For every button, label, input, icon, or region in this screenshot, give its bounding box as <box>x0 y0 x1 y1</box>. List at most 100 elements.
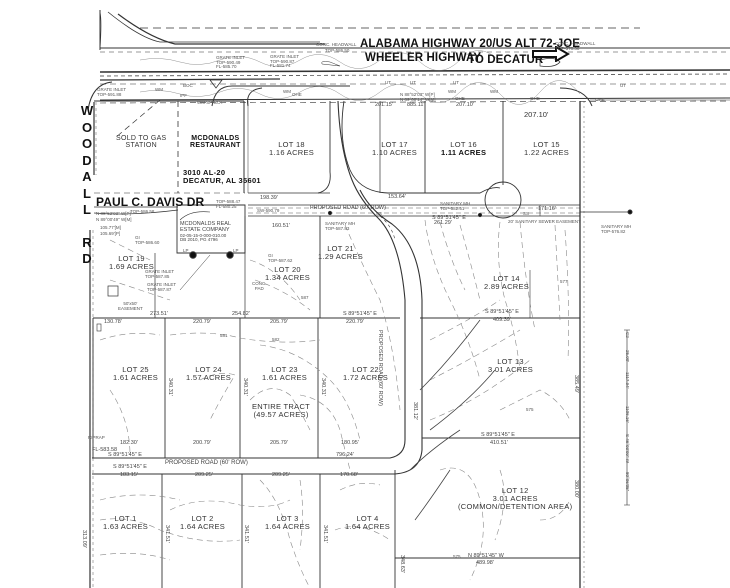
dim-row2-side-2: 340.31' <box>242 378 248 396</box>
dim-cul-de-sac: 153.64' <box>388 194 406 200</box>
lot-number: LOT 3 <box>276 514 299 523</box>
dim-road-top-3: 261.29' <box>434 220 452 226</box>
lot-number: LOT 15 <box>533 140 560 149</box>
sewer-easement-label: 20' SANITARY SEWER EASEMENT <box>508 219 581 224</box>
lot-acreage: 1.61 ACRES <box>113 372 159 382</box>
wm-spigot-tag: WM SPIGOT <box>197 100 224 105</box>
dim-lot14-south: 409.39' <box>493 317 511 323</box>
lot-number: LOT 2 <box>191 514 214 523</box>
easement-50-label: 50'x50' EASEMENT <box>118 301 143 311</box>
t588-l2: FL-580.25 <box>216 203 237 209</box>
dim-lot22-top: 220.79' <box>346 319 364 325</box>
t588-l1: TOP-588.47 <box>216 199 241 204</box>
gi-top-2: GI TOP-587.62 <box>268 253 292 263</box>
dim-row2-bottom-4: 180.95' <box>341 440 359 446</box>
dim-road-side: 381.12' <box>412 402 418 420</box>
address-line1: 3010 AL-20 <box>183 168 226 177</box>
lot-acreage: 1.64 ACRES <box>345 521 391 531</box>
entire-tract-label: ENTIRE TRACT (49.57 ACRES) <box>252 403 310 419</box>
headwall-left: CONC. HEADWALL <box>316 42 357 47</box>
letter: R <box>82 234 92 250</box>
entire-tract-line1: ENTIRE TRACT <box>252 402 311 411</box>
lot-number: LOT 21 <box>327 244 354 253</box>
dim-lot12-south: 489.98' <box>476 560 494 566</box>
lot-acreage: 1.34 ACRES <box>265 272 311 282</box>
lot-acreage: 2.89 ACRES <box>484 281 530 291</box>
spacer <box>80 219 94 235</box>
lot-acreage: 3.01 ACRES <box>488 364 534 374</box>
contour-lines-solid <box>409 319 496 521</box>
paul-dist-2: 105.69'[P] <box>100 231 121 236</box>
dim-lot4-east: 348.63' <box>399 555 405 573</box>
contour-label: 575 <box>526 407 534 412</box>
sanitary-mh-3: SANITARY MH TOP-576.82 <box>601 224 632 234</box>
dim-top-frontage-2: 207.10' <box>456 102 474 108</box>
smh3-l1: SANITARY MH <box>601 224 632 229</box>
lot-acreage: 1.29 ACRES <box>318 251 364 261</box>
wm-tag: WM <box>448 89 456 94</box>
letter: L <box>83 185 91 201</box>
gi2-l1: GRATE INLET <box>270 54 300 59</box>
conc-pad-label: CONC. PAD <box>252 281 267 291</box>
dim-row2-bottom-2: 200.79' <box>193 440 211 446</box>
woodall-rd-label: W O O D A L L R D <box>80 103 94 268</box>
highway-name-line1: ALABAMA HIGHWAY 20/US ALT 72-JOE <box>360 38 581 50</box>
dim-row3-top-3: 209.25' <box>272 472 290 478</box>
lot-acreage: 1.64 ACRES <box>265 521 311 531</box>
highway-row-lines <box>87 10 730 139</box>
ut-tag: UT <box>453 80 459 85</box>
mre-line3: 02-05-15-0-000-010.00 <box>180 232 227 238</box>
sw-590-label: SW-590.79 <box>257 208 280 213</box>
lot-number: LOT 13 <box>497 357 524 366</box>
lot-number: LOT 12 <box>501 486 529 495</box>
sanitary-mh-1: SANITARY MH TOP-587.83 <box>325 221 356 231</box>
lot-acreage: 1.57 ACRES <box>186 372 232 382</box>
cp-l2: PAD <box>254 285 264 291</box>
letter: O <box>81 119 93 135</box>
address-line2: DECATUR, AL 35601 <box>183 175 261 185</box>
proposed-road-label: PROPOSED ROAD (60' ROW) <box>165 460 248 466</box>
dim-row2-bottom-1: 182.30' <box>120 440 138 446</box>
dim-top-frontage-total: 885.11' <box>407 102 425 108</box>
gas-station-label: SOLD TO GAS STATION <box>116 135 167 150</box>
dim-road-top-4: 171.16' <box>538 206 556 212</box>
sanitary-mh-2: SANITARY MH TOP-582.51 <box>440 201 471 211</box>
north-parcel-lines <box>94 100 585 588</box>
dim-row3-top-2: 209.25' <box>195 472 213 478</box>
gib-l1: GRATE INLET <box>147 282 177 287</box>
right-arrow-icon <box>532 45 570 63</box>
gi1-l2: TOP-590.49 <box>216 59 241 65</box>
dim-road-top-1: 198.39' <box>260 195 278 201</box>
top-588-label: TOP-588.47 FL-580.25 <box>216 199 241 209</box>
lot-number: LOT 23 <box>271 365 298 374</box>
wm-tag: WM <box>490 89 498 94</box>
lot-acreage: 1.61 ACRES <box>262 372 308 382</box>
paul-bearing-1: N 88°52'03" W[P] <box>96 211 131 216</box>
contour-label: 575 <box>453 554 461 559</box>
mre-line4: DB 2010, PG 4796 <box>180 237 218 243</box>
grate-inlet-left: GRATE INLET TOP-591.88 <box>97 87 126 97</box>
rm-dim: 80°06'05" <box>625 472 630 492</box>
dim-lot23-top: 205.79' <box>270 319 288 325</box>
headwall-left-top: TOP-586.50 <box>325 48 350 53</box>
contour-lines <box>99 219 571 588</box>
smh1-l1: SANITARY MH <box>325 221 356 226</box>
paul-bearing-2: N 89°00'49" W[M] <box>96 217 132 222</box>
paul-c-davis-dr-label: PAUL C. DAVIS DR <box>96 195 205 209</box>
rm-dim: 25.00' <box>625 350 630 363</box>
dim-east-line-2: 380.00' <box>573 480 579 498</box>
dim-row2-side-3: 340.31' <box>320 378 326 396</box>
smh2-l1: SANITARY MH <box>440 201 471 206</box>
lot-number: LOT 4 <box>356 514 379 523</box>
